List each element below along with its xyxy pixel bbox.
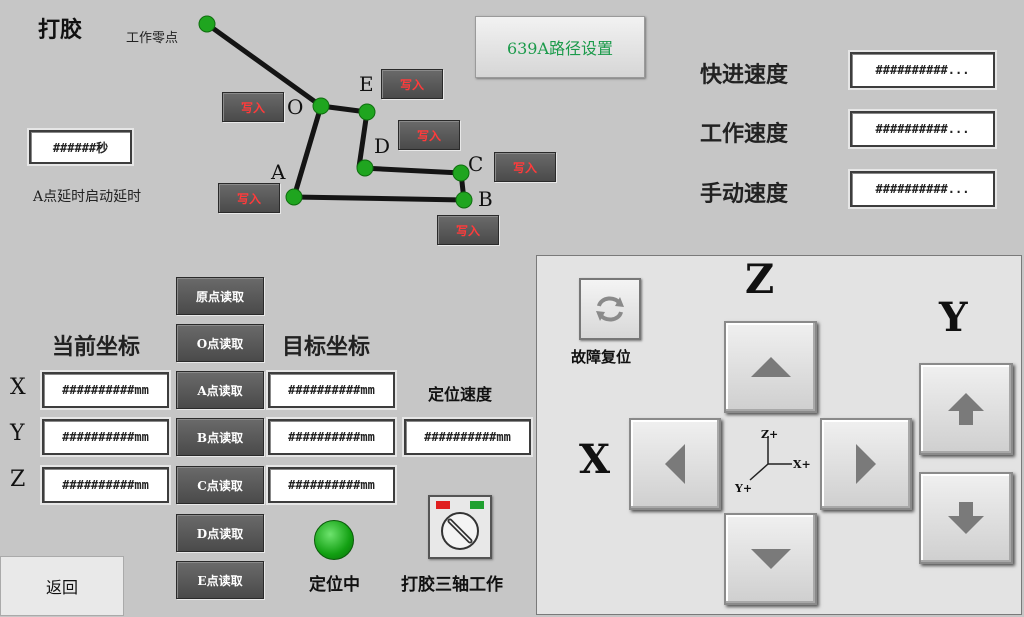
three-axis-label: 打胶三轴工作 <box>401 575 503 595</box>
triangle-right-icon <box>856 444 876 484</box>
y-axis-title: Y <box>939 294 968 341</box>
z-up-button[interactable] <box>724 321 817 413</box>
path-diagram <box>198 15 473 209</box>
write-a-button[interactable]: 写入 <box>218 183 280 213</box>
point-e-label: E <box>359 72 374 96</box>
y-minus-button[interactable] <box>919 472 1013 564</box>
page-title: 打胶 <box>38 17 83 43</box>
origin-read-button[interactable]: 原点读取 <box>176 277 264 315</box>
arrow-down-icon <box>948 502 984 534</box>
triangle-down-icon <box>750 549 791 569</box>
position-speed-label: 定位速度 <box>428 385 493 404</box>
point-work-zero <box>198 15 216 33</box>
path-segment-a-b <box>291 194 467 203</box>
axis-x-label: X <box>10 375 26 400</box>
x-plus-label: X+ <box>793 458 811 471</box>
point-a <box>285 188 303 206</box>
path-segment-e-d <box>356 109 370 170</box>
current-x-field: ##########mm <box>42 372 169 408</box>
x-plus-button[interactable] <box>820 418 912 510</box>
path-segment-zero-o <box>204 21 324 109</box>
target-coords-label: 目标坐标 <box>282 334 371 360</box>
current-y-field: ##########mm <box>42 419 169 455</box>
fast-speed-label: 快进速度 <box>700 62 789 88</box>
point-b-label: B <box>478 187 493 211</box>
z-plus-label: Z+ <box>761 428 779 441</box>
triangle-left-icon <box>665 444 685 484</box>
current-z-field: ##########mm <box>42 467 169 503</box>
point-o <box>312 97 330 115</box>
fast-speed-field[interactable]: ##########... <box>850 52 995 88</box>
fault-reset-button[interactable] <box>579 278 641 340</box>
refresh-icon <box>596 296 624 322</box>
path-settings-button[interactable]: 639A路径设置 <box>475 16 645 78</box>
axis-y-label: Y <box>10 421 25 446</box>
point-a-label: A <box>271 160 286 184</box>
fault-reset-label: 故障复位 <box>571 348 632 366</box>
y-plus-button[interactable] <box>919 363 1013 455</box>
axis-z-label: Z <box>10 467 26 492</box>
manual-speed-label: 手动速度 <box>700 181 789 207</box>
z-down-button[interactable] <box>724 513 817 605</box>
a-delay-field[interactable]: ######秒 <box>29 130 132 164</box>
work-zero-label: 工作零点 <box>126 31 179 46</box>
o-read-button[interactable]: O点读取 <box>176 324 264 362</box>
three-axis-switch[interactable] <box>428 495 492 559</box>
work-speed-label: 工作速度 <box>700 121 789 147</box>
path-segment-o-a <box>291 103 324 200</box>
manual-speed-field[interactable]: ##########... <box>850 171 995 207</box>
axis-gizmo-icon <box>749 436 792 481</box>
write-e-button[interactable]: 写入 <box>381 69 443 99</box>
jog-panel: 故障复位 Z Y X Z+ X+ Y+ <box>536 255 1022 615</box>
target-x-field[interactable]: ##########mm <box>268 372 395 408</box>
x-axis-title: X <box>579 436 611 483</box>
position-speed-field[interactable]: ##########mm <box>404 419 531 455</box>
point-c-label: C <box>468 152 484 176</box>
selector-switch-icon <box>436 501 484 550</box>
point-e <box>358 103 376 121</box>
current-coords-label: 当前坐标 <box>52 334 141 360</box>
positioning-indicator-lamp <box>314 520 354 560</box>
e-read-button[interactable]: E点读取 <box>176 561 264 599</box>
b-read-button[interactable]: B点读取 <box>176 418 264 456</box>
point-d <box>356 159 374 177</box>
d-read-button[interactable]: D点读取 <box>176 514 264 552</box>
positioning-label: 定位中 <box>309 575 360 595</box>
arrow-up-icon <box>948 393 984 425</box>
write-o-button[interactable]: 写入 <box>222 92 284 122</box>
a-read-button[interactable]: A点读取 <box>176 371 264 409</box>
target-y-field[interactable]: ##########mm <box>268 419 395 455</box>
work-speed-field[interactable]: ##########... <box>850 111 995 147</box>
x-minus-button[interactable] <box>629 418 721 510</box>
write-c-button[interactable]: 写入 <box>494 152 556 182</box>
point-b <box>455 191 473 209</box>
point-o-label: O <box>287 95 304 119</box>
z-axis-title: Z <box>745 256 775 303</box>
triangle-up-icon <box>750 357 791 377</box>
y-plus-label: Y+ <box>735 482 753 495</box>
back-button[interactable]: 返回 <box>0 556 124 616</box>
a-delay-label: A点延时启动延时 <box>33 189 142 205</box>
path-segment-d-c <box>359 165 464 176</box>
point-d-label: D <box>374 134 391 158</box>
write-b-button[interactable]: 写入 <box>437 215 499 245</box>
point-c <box>452 164 470 182</box>
write-d-button[interactable]: 写入 <box>398 120 460 150</box>
target-z-field[interactable]: ##########mm <box>268 467 395 503</box>
c-read-button[interactable]: C点读取 <box>176 466 264 504</box>
